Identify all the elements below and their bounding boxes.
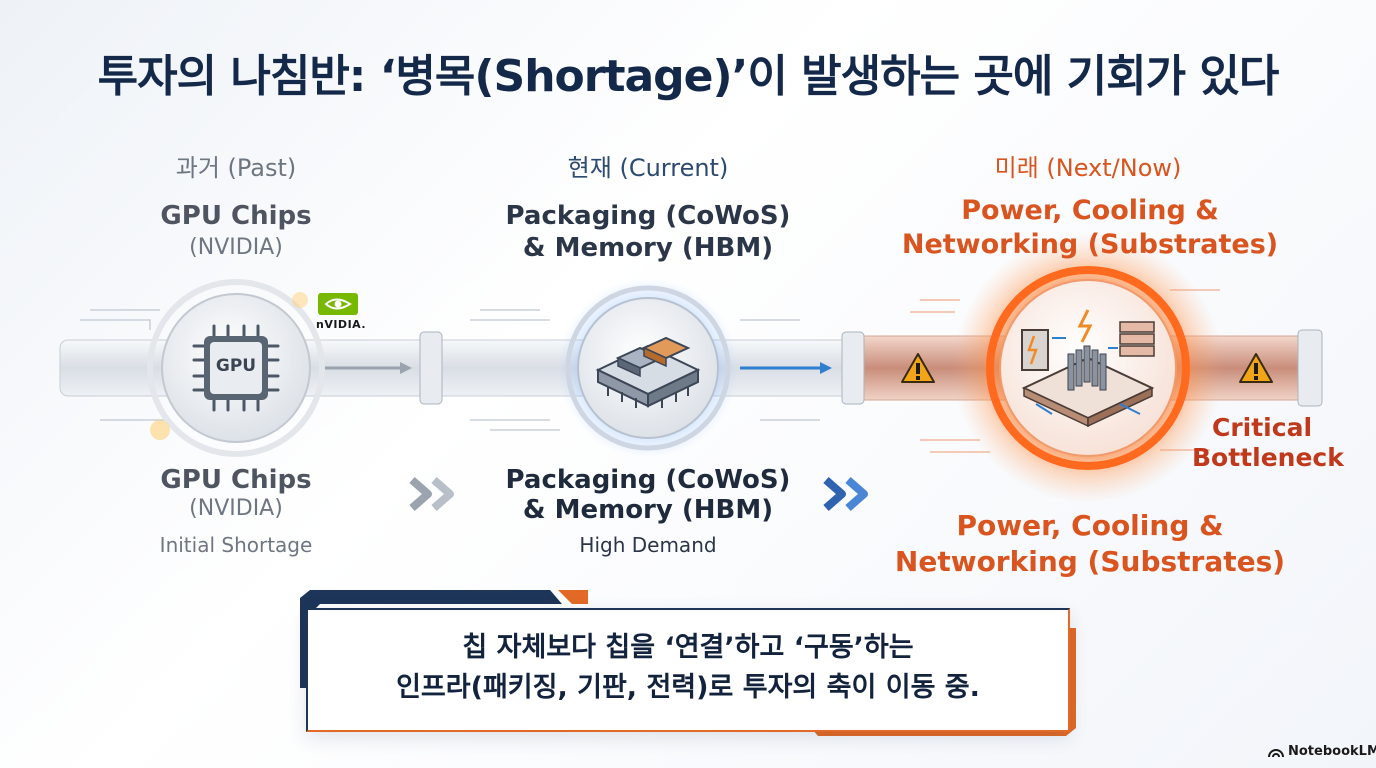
stage-sub-past: (NVIDIA) <box>189 235 283 260</box>
critical-bottleneck-line1: Critical <box>1211 413 1313 442</box>
stage-sub-current-lower: & Memory (HBM) <box>522 495 774 525</box>
stage-heading-current: Packaging (CoWoS) <box>505 201 791 231</box>
stage-heading-future: Power, Cooling & <box>961 195 1219 226</box>
stage-note-current: High Demand <box>579 533 717 557</box>
callout-line-2: 인프라(패키징, 기판, 전력)로 투자의 축이 이동 중. <box>396 672 980 703</box>
callout-line-1: 칩 자체보다 칩을 ‘연결’하고 ‘구동’하는 <box>462 632 914 663</box>
stage-heading-past: GPU Chips <box>160 201 312 231</box>
nvidia-logo-icon <box>318 293 358 315</box>
stage-sub-future: Networking (Substrates) <box>901 229 1279 260</box>
stage-sub-past-lower: (NVIDIA) <box>189 496 283 521</box>
stage-label-past: 과거 (Past) <box>175 154 297 182</box>
stage-heading-current-lower: Packaging (CoWoS) <box>505 465 791 495</box>
stage-label-current: 현재 (Current) <box>567 154 729 182</box>
chevron-right-icon <box>409 476 454 512</box>
notebooklm-icon <box>1268 748 1284 757</box>
stage-sub-future-lower: Networking (Substrates) <box>894 545 1286 578</box>
gpu-chip-icon <box>192 324 280 412</box>
stage-heading-future-lower: Power, Cooling & <box>956 509 1224 542</box>
notebooklm-badge: NotebookLM <box>1268 744 1376 759</box>
stage-heading-past-lower: GPU Chips <box>160 465 312 495</box>
stage-note-past: Initial Shortage <box>159 533 313 557</box>
bottom-callout: 칩 자체보다 칩을 ‘연결’하고 ‘구동’하는 인프라(패키징, 기판, 전력)… <box>306 608 1070 732</box>
stage-sub-current: & Memory (HBM) <box>522 233 774 263</box>
chevron-right-icon-2 <box>823 476 868 512</box>
stage-label-future: 미래 (Next/Now) <box>994 154 1182 182</box>
server-board-icon <box>1021 309 1155 428</box>
nvidia-logo-text: nVIDIA. <box>316 318 367 331</box>
notebooklm-label: NotebookLM <box>1288 744 1376 759</box>
critical-bottleneck-line2: Bottleneck <box>1192 443 1344 472</box>
warning-icon <box>901 353 935 383</box>
warning-icon-2 <box>1239 353 1273 383</box>
gpu-chip-label: GPU <box>215 356 257 376</box>
page-title: 투자의 나침반: ‘병목(Shortage)’이 발생하는 곳에 기회가 있다 <box>97 51 1280 102</box>
package-icon <box>595 336 701 408</box>
